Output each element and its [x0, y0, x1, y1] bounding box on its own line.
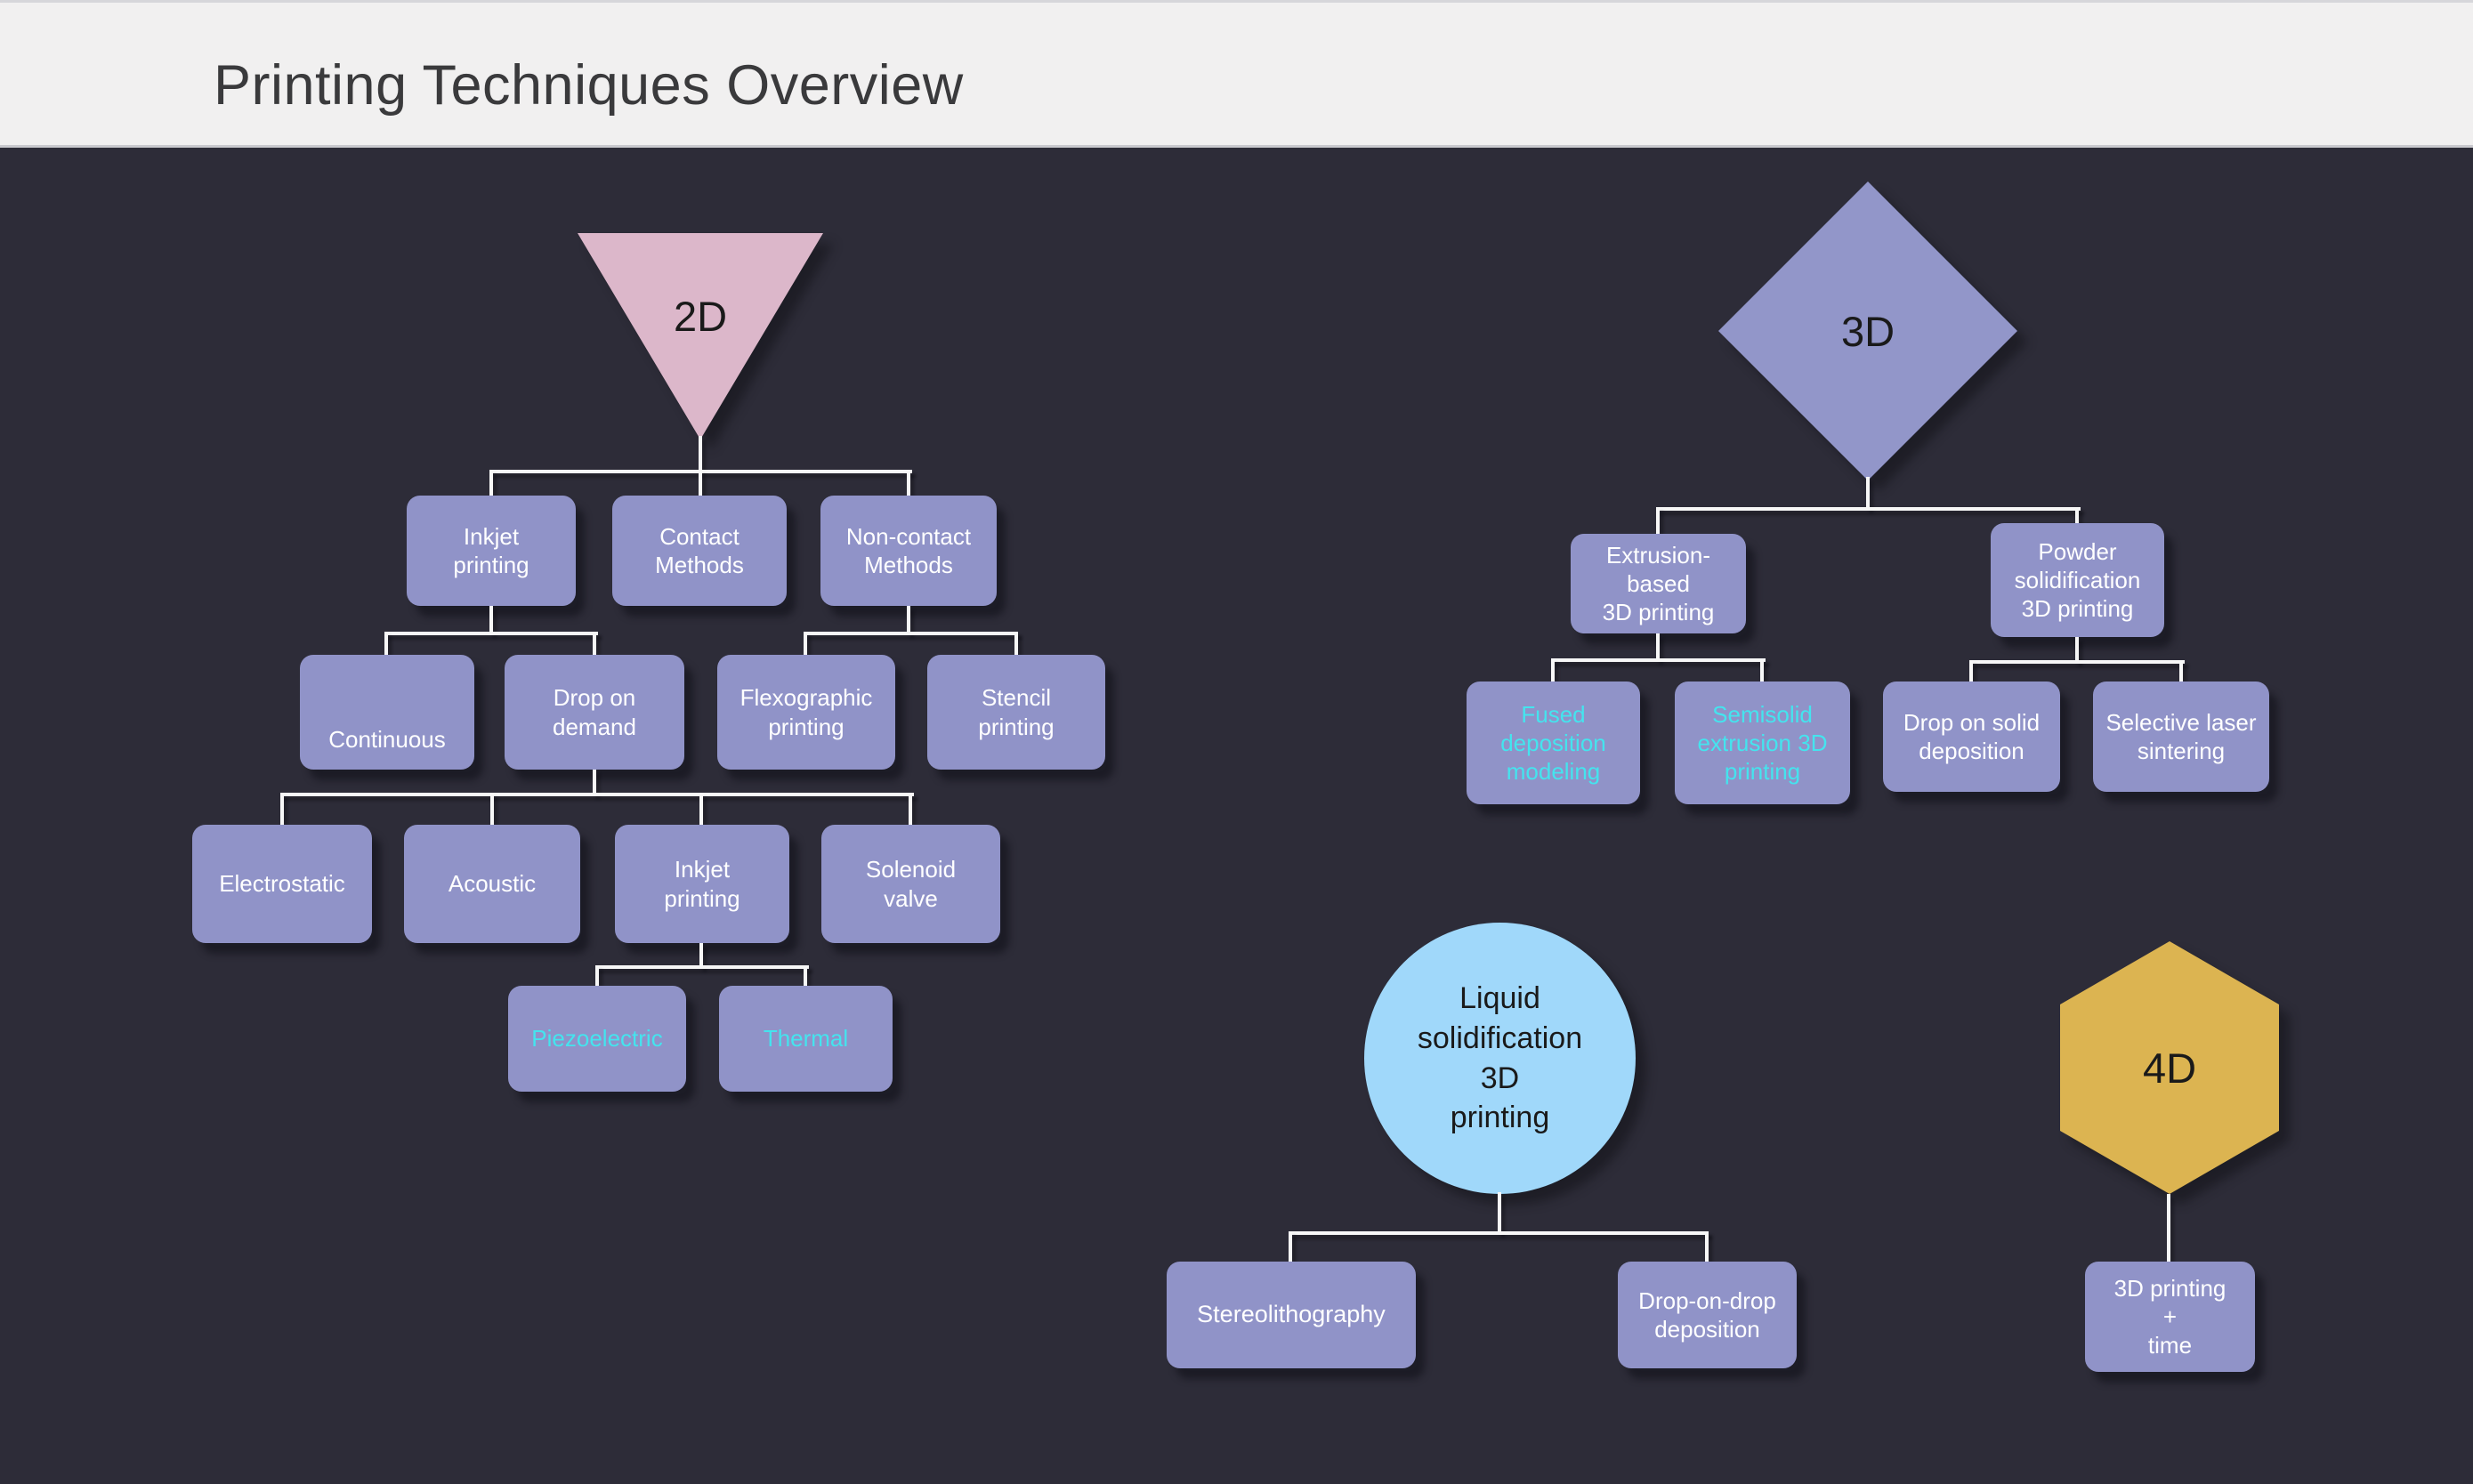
- connector-line: [804, 632, 1018, 635]
- connector-line: [1551, 658, 1766, 662]
- node-drop-on-solid-deposition: Drop on solid deposition: [1883, 682, 2060, 792]
- connector-line: [1969, 660, 1973, 683]
- node-fused-deposition-modeling: Fused deposition modeling: [1467, 682, 1640, 804]
- node-selective-laser-sintering: Selective laser sintering: [2093, 682, 2269, 792]
- node-solenoid-valve: Solenoid valve: [821, 825, 1000, 943]
- connector-line: [907, 606, 910, 633]
- connector-line: [593, 770, 596, 794]
- connector-line: [489, 606, 493, 633]
- shape-liquid-label: Liquid solidification 3D printing: [1417, 980, 1583, 1135]
- shape-3d-label: 3D: [1840, 307, 1895, 355]
- node-non-contact-methods: Non-contact Methods: [820, 496, 997, 606]
- connector-line: [489, 470, 493, 497]
- shape-2d-label: 2D: [673, 292, 728, 340]
- connector-line: [1760, 658, 1764, 683]
- connector-line: [2179, 660, 2183, 683]
- shape-3d-diamond: 3D: [1718, 181, 2017, 480]
- node-flexographic-printing: Flexographic printing: [717, 655, 895, 770]
- node-3d-printing-plus-time: 3D printing + time: [2085, 1262, 2255, 1372]
- shape-2d-triangle: 2D: [578, 233, 823, 440]
- connector-line: [490, 793, 494, 827]
- connector-line: [1289, 1231, 1292, 1263]
- node-electrostatic: Electrostatic: [192, 825, 372, 943]
- connector-line: [2075, 507, 2079, 525]
- connector-line: [699, 793, 703, 827]
- connector-line: [1656, 507, 2081, 511]
- connector-line: [804, 632, 807, 657]
- node-continuous: Continuous: [300, 655, 474, 770]
- connector-line: [1551, 658, 1555, 683]
- node-contact-methods: Contact Methods: [612, 496, 787, 606]
- connector-line: [1705, 1231, 1709, 1263]
- connector-line: [384, 632, 388, 657]
- connector-line: [909, 793, 912, 827]
- connector-line: [699, 470, 702, 497]
- connector-line: [1656, 633, 1660, 660]
- node-inkjet-printing-dod: Inkjet printing: [615, 825, 789, 943]
- node-thermal: Thermal: [719, 986, 893, 1092]
- connector-line: [384, 632, 598, 635]
- connector-line: [1289, 1231, 1709, 1235]
- shape-4d-label: 4D: [2142, 1044, 2197, 1092]
- connector-line: [595, 965, 599, 988]
- node-powder-solidification: Powder solidification 3D printing: [1991, 523, 2164, 637]
- connector-line: [1969, 660, 2185, 664]
- node-piezoelectric: Piezoelectric: [508, 986, 686, 1092]
- page-title: Printing Techniques Overview: [214, 54, 964, 117]
- connector-line: [699, 943, 703, 967]
- shape-liquid-circle: Liquid solidification 3D printing: [1364, 923, 1636, 1194]
- node-extrusion-based: Extrusion-based 3D printing: [1571, 534, 1746, 633]
- node-drop-on-demand: Drop on demand: [505, 655, 684, 770]
- connector-line: [907, 470, 910, 497]
- header-bar: Printing Techniques Overview: [0, 0, 2473, 148]
- connector-line: [1498, 1192, 1501, 1233]
- node-inkjet-printing: Inkjet printing: [407, 496, 576, 606]
- connector-line: [280, 793, 284, 827]
- connector-line: [2167, 1194, 2170, 1262]
- connector-line: [804, 965, 807, 988]
- connector-line: [699, 436, 702, 470]
- connector-line: [593, 632, 596, 657]
- connector-line: [280, 793, 914, 796]
- shape-4d-hexagon: 4D: [2060, 941, 2279, 1194]
- connector-line: [1656, 507, 1660, 536]
- connector-line: [595, 965, 809, 969]
- node-stereolithography: Stereolithography: [1167, 1262, 1416, 1368]
- node-acoustic: Acoustic: [404, 825, 580, 943]
- node-drop-on-drop-deposition: Drop-on-drop deposition: [1618, 1262, 1797, 1368]
- connector-line: [1866, 477, 1870, 509]
- connector-line: [1014, 632, 1018, 657]
- connector-line: [2075, 637, 2079, 662]
- node-semisolid-extrusion: Semisolid extrusion 3D printing: [1675, 682, 1850, 804]
- node-stencil-printing: Stencil printing: [927, 655, 1105, 770]
